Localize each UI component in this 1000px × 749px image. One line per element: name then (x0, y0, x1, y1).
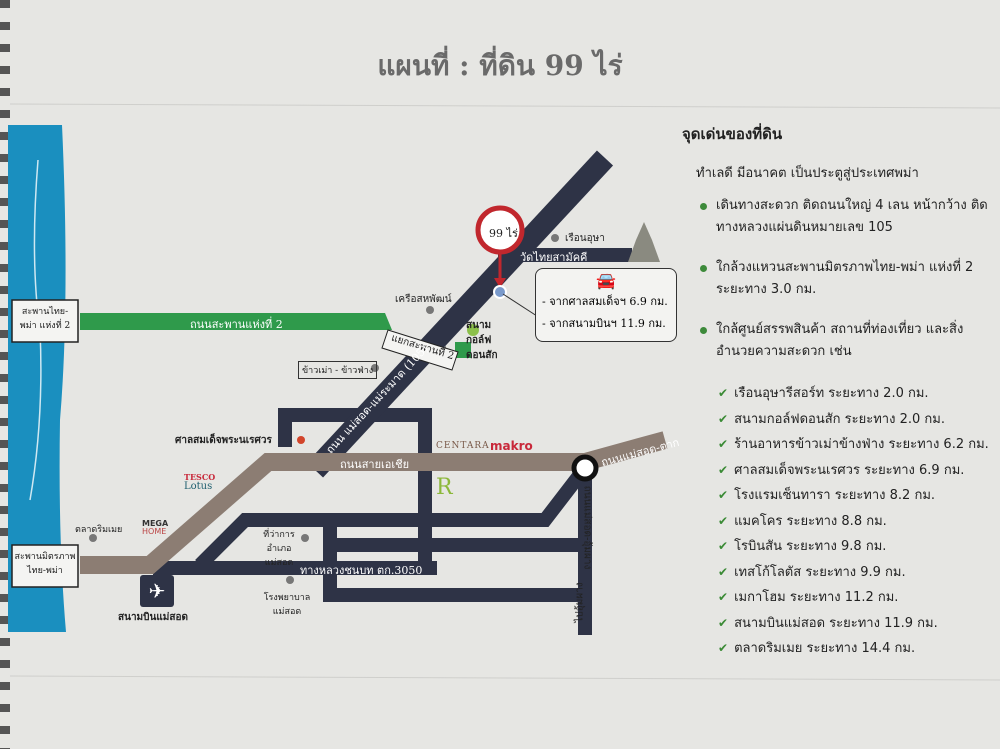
nearby-text: เทสโก้โลตัส ระยะทาง 9.9 กม. (734, 564, 906, 580)
check-icon: ✔ (718, 411, 729, 426)
list-item: ✔ ตลาดริมเมย ระยะทาง 14.4 กม. (718, 636, 1000, 662)
nearby-text: ร้านอาหารข้าวเม่าข้างฟ่าง ระยะทาง 6.2 กม… (734, 437, 989, 452)
check-icon: ✔ (718, 513, 729, 528)
airport-label: สนามบินแม่สอด (118, 612, 188, 623)
robinson-logo: R (436, 475, 453, 500)
golf-label: สนามกอล์ฟ ดอนสัก (466, 320, 498, 361)
panel-heading: จุดเด่นของที่ดิน (682, 125, 783, 143)
frame-line-top (9, 103, 1000, 109)
road-label-3050: ทางหลวงชนบท ตก.3050 (300, 564, 423, 577)
nearby-text: สนามกอล์ฟดอนสัก ระยะทาง 2.0 กม. (734, 411, 945, 427)
highlight-item: ใกล้ศูนย์สรรพสินค้า สถานที่ท่องเที่ยว แล… (700, 319, 1000, 363)
check-icon: ✔ (718, 539, 729, 553)
resort-label: เรือนอุษา (565, 233, 605, 244)
car-icon: 🚘 (596, 271, 616, 290)
plot-pin-icon[interactable] (475, 205, 525, 299)
check-icon: ✔ (718, 615, 729, 630)
road-label-bridge2-text: ถนนสะพานแห่งที่ 2 (190, 318, 283, 331)
list-item: ✔ โรบินสัน ระยะทาง 9.8 กม. (718, 534, 1000, 560)
check-icon: ✔ (718, 488, 729, 502)
list-item: ✔ ร้านอาหารข้าวเม่าข้างฟ่าง ระยะทาง 6.2 ก… (718, 432, 1000, 458)
list-item: ✔ เรือนอุษารีสอร์ท ระยะทาง 2.0 กม. (718, 381, 1000, 407)
centara-logo: CENTARA (436, 441, 490, 451)
market-label: ตลาดริมเมย (75, 525, 123, 535)
road-label-umphang: ถนนแม่สอด-อุ้มผาง (581, 485, 593, 570)
tesco-logo: TESCO (184, 472, 216, 482)
highlights-panel: จุดเด่นของที่ดิน ทำเลดี มีอนาคต เป็นประต… (682, 122, 1000, 662)
lotus-logo: Lotus (184, 481, 213, 492)
check-icon: ✔ (718, 590, 729, 604)
list-item: ✔ โรงแรมเซ็นทารา ระยะทาง 8.2 กม. (718, 483, 1000, 509)
road-label-to-umphang: ไปอุ้มผาง (574, 582, 586, 623)
nearby-text: โรบินสัน ระยะทาง 9.8 กม. (734, 539, 887, 554)
mega-logo: MEGA (142, 519, 169, 528)
highlight-item: ใกล้วงแหวนสะพานมิตรภาพไทย-พม่า แห่งที่ 2… (700, 257, 1000, 301)
spiral-binding (0, 0, 10, 749)
check-icon: ✔ (718, 462, 729, 477)
restaurant-label: ข้าวเม่า - ข้าวฟ่าง (298, 361, 378, 379)
bullet-icon (700, 265, 707, 272)
bullet-icon (700, 203, 707, 210)
plane-glyph: ✈ (149, 579, 166, 603)
list-item: ✔ เมกาโฮม ระยะทาง 11.2 กม. (718, 585, 1000, 611)
check-icon: ✔ (718, 641, 729, 655)
bridge2-label: สะพานไทย-พม่า แห่งที่ 2 (19, 307, 71, 331)
highlight-text: เดินทางสะดวก ติดถนนใหญ่ 4 เลน หน้ากว้าง … (716, 198, 988, 235)
temple-icon (628, 222, 660, 262)
panel-intro: ทำเลดี มีอนาคต เป็นประตูสู่ประเทศพม่า (696, 166, 919, 181)
list-item: ✔ แมคโคร ระยะทาง 8.8 กม. (718, 509, 1000, 535)
nearby-text: เรือนอุษารีสอร์ท ระยะทาง 2.0 กม. (734, 386, 929, 401)
bridge2-road (80, 313, 392, 330)
road-label-asian: ถนนสายเอเชีย (340, 458, 410, 471)
nearby-text: โรงแรมเซ็นทารา ระยะทาง 8.2 กม. (734, 488, 936, 503)
frame-line-bottom (9, 675, 1000, 681)
info-line: - จากสนามบินฯ 11.9 กม. (542, 317, 666, 330)
airport-icon (140, 575, 174, 607)
bullet-icon (700, 327, 707, 334)
info-line: - จากศาลสมเด็จฯ 6.9 กม. (542, 295, 668, 308)
district-office-label: ที่ว่าการอำเภอ แม่สอด (263, 530, 295, 568)
bridge-boxes (11, 299, 79, 588)
road-label-bridge2: ถนนสะพานแห่งที่ 2 (190, 315, 283, 333)
info-leader (502, 293, 541, 319)
plot-label: 99 ไร่ (489, 227, 518, 240)
coop-label: เครือสหพัฒน์ (395, 294, 452, 305)
golf-marker (467, 324, 479, 336)
check-icon: ✔ (718, 564, 729, 579)
check-icon: ✔ (718, 386, 729, 400)
nearby-text: เมกาโฮม ระยะทาง 11.2 กม. (734, 590, 899, 605)
nearby-text: ศาลสมเด็จพระนเรศวร ระยะทาง 6.9 กม. (734, 462, 965, 478)
nearby-text: ตลาดริมเมย ระยะทาง 14.4 กม. (734, 641, 916, 656)
shrine-marker (297, 436, 305, 444)
nearby-list: ✔ เรือนอุษารีสอร์ท ระยะทาง 2.0 กม. ✔ สนามก… (718, 381, 1000, 662)
highlight-text: ใกล้ศูนย์สรรพสินค้า สถานที่ท่องเที่ยว แล… (716, 322, 964, 359)
junction-sign (381, 329, 459, 371)
list-item: ✔ สนามบินแม่สอด ระยะทาง 11.9 กม. (718, 611, 1000, 637)
river (8, 125, 66, 632)
list-item: ✔ สนามกอล์ฟดอนสัก ระยะทาง 2.0 กม. (718, 407, 1000, 433)
distance-info-box: 🚘 - จากศาลสมเด็จฯ 6.9 กม. - จากสนามบินฯ … (535, 268, 677, 342)
list-item: ✔ ศาลสมเด็จพระนเรศวร ระยะทาง 6.9 กม. (718, 458, 1000, 484)
check-icon: ✔ (718, 437, 729, 451)
hospital-label: โรงพยาบาล แม่สอด (263, 593, 311, 617)
page-title: แผนที่ : ที่ดิน 99 ไร่ (377, 49, 623, 82)
friendship-bridge-label: สะพานมิตรภาพ ไทย-พม่า (14, 552, 76, 576)
list-item: ✔ เทสโก้โลตัส ระยะทาง 9.9 กม. (718, 560, 1000, 586)
junction-roundabout (571, 454, 599, 482)
nearby-text: แมคโคร ระยะทาง 8.8 กม. (734, 513, 887, 529)
highlight-item: เดินทางสะดวก ติดถนนใหญ่ 4 เลน หน้ากว้าง … (700, 195, 1000, 239)
nearby-text: สนามบินแม่สอด ระยะทาง 11.9 กม. (734, 615, 938, 631)
asian-highway (80, 431, 668, 574)
green-block (455, 342, 471, 358)
shrine-label: ศาลสมเด็จพระนเรศวร (175, 435, 272, 446)
home-logo: HOME (142, 527, 167, 536)
highway-105 (306, 150, 614, 478)
makro-logo: makro (490, 439, 533, 453)
highlight-text: ใกล้วงแหวนสะพานมิตรภาพไทย-พม่า แห่งที่ 2… (716, 260, 974, 297)
road-label-wat: วัดไทยสามัคคี (520, 251, 588, 264)
